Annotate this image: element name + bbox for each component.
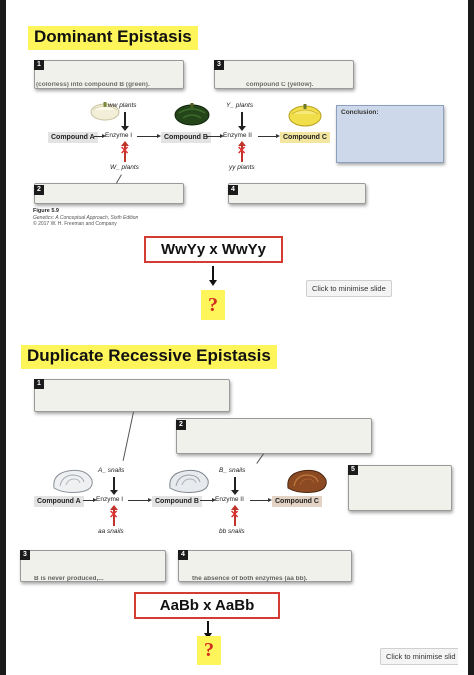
conclusion-label: Conclusion:	[341, 109, 379, 116]
white-snail-icon-1	[53, 469, 93, 493]
w-block-x-icon: ✕	[120, 145, 130, 157]
y-arrow-down	[238, 112, 246, 131]
dominant-epistasis-title: Dominant Epistasis	[28, 26, 198, 50]
a-snails-label: A_ snails	[98, 467, 125, 474]
white-snail-icon-2	[169, 469, 209, 493]
dup-path-arrow-4	[250, 498, 272, 502]
dominant-question-box[interactable]: ?	[201, 290, 225, 320]
compound-c-label: Compound C	[280, 132, 330, 143]
dup-badge-4: 4	[178, 550, 188, 560]
dup-enzyme-2-label: Enzyme II	[215, 496, 244, 503]
duplicate-cross-box: AaBb x AaBb	[134, 592, 280, 619]
dup-enzyme-1-label: Enzyme I	[96, 496, 124, 503]
dup-path-arrow-2	[128, 498, 152, 502]
answer-box-2[interactable]	[34, 183, 184, 204]
compound-a-label: Compound A	[48, 132, 98, 143]
dominant-cross-box: WwYy x WwYy	[144, 236, 283, 263]
a-arrow-down	[110, 477, 118, 495]
brown-snail-icon	[287, 469, 327, 493]
path-arrow-2	[137, 134, 161, 138]
white-squash-icon	[90, 102, 120, 121]
dup-path-arrow-3	[200, 498, 216, 502]
w-plants-label: W_ plants	[110, 164, 139, 171]
dup-answer-box-3[interactable]	[20, 550, 166, 582]
bb-inhibit-arrow	[231, 505, 239, 526]
answer-box-4[interactable]	[228, 183, 366, 204]
dup-box-3-partial-text: B is never produced,...	[34, 576, 104, 582]
yy-block-x-icon: ✕	[237, 145, 247, 157]
dup-answer-box-2[interactable]	[176, 418, 372, 454]
enzyme-2-label: Enzyme II	[223, 132, 252, 139]
badge-3: 3	[214, 60, 224, 70]
box-1-partial-text: (colorless) into compound B (green).	[36, 82, 150, 88]
dup-badge-2: 2	[176, 420, 186, 430]
path-arrow-3	[206, 134, 224, 138]
figure-caption-line1: Genetics: A Conceptual Approach, Sixth E…	[33, 214, 139, 221]
figure-caption-title: Figure 5.9	[33, 208, 59, 214]
yy-inhibit-arrow	[238, 141, 246, 162]
dominant-down-arrow	[209, 266, 217, 286]
dup-box-2-callout-line	[256, 453, 264, 464]
dup-answer-box-5[interactable]	[348, 465, 452, 511]
enzyme-1-label: Enzyme I	[105, 132, 133, 139]
dup-answer-box-4[interactable]	[178, 550, 352, 582]
duplicate-down-arrow	[204, 621, 212, 639]
bb-block-x-icon: ✕	[230, 509, 240, 521]
dup-box-4-partial-text: the absence of both enzymes (aa bb).	[192, 576, 308, 582]
aa-inhibit-arrow	[110, 505, 118, 526]
aa-block-x-icon: ✕	[109, 509, 119, 521]
duplicate-question-box[interactable]: ?	[197, 636, 221, 665]
dup-path-arrow-1	[83, 498, 97, 502]
ww-plants-label: ww plants	[108, 102, 137, 109]
badge-2: 2	[34, 185, 44, 195]
path-arrow-4	[258, 134, 280, 138]
yellow-squash-icon	[288, 104, 322, 127]
yy-plants-label: yy plants	[229, 164, 255, 171]
duplicate-epistasis-title: Duplicate Recessive Epistasis	[21, 345, 277, 369]
aa-snails-label: aa snails	[98, 528, 124, 535]
answer-box-1[interactable]	[34, 60, 184, 89]
badge-4: 4	[228, 185, 238, 195]
compound-b-label: Compound B	[161, 132, 211, 143]
dup-box-1-callout-line	[122, 411, 134, 461]
conclusion-box[interactable]: Conclusion:	[336, 105, 444, 163]
dup-answer-box-1[interactable]	[34, 379, 230, 412]
minimise-slide-button-1[interactable]: Click to minimise slide	[306, 280, 392, 297]
answer-box-3[interactable]	[214, 60, 354, 89]
dup-badge-3: 3	[20, 550, 30, 560]
path-arrow-1	[94, 134, 106, 138]
badge-1: 1	[34, 60, 44, 70]
dup-compound-b-label: Compound B	[152, 496, 202, 507]
figure-caption: Figure 5.9 Genetics: A Conceptual Approa…	[33, 208, 138, 227]
green-squash-icon	[174, 103, 210, 126]
dup-badge-5: 5	[348, 465, 358, 475]
dup-badge-1: 1	[34, 379, 44, 389]
minimise-slide-button-2[interactable]: Click to minimise slid	[380, 648, 458, 665]
b-arrow-down	[231, 477, 239, 495]
y-plants-label: Y_ plants	[226, 102, 254, 109]
bb-snails-label: bb snails	[219, 528, 245, 535]
dup-compound-c-label: Compound C	[272, 496, 322, 507]
slide-page: Dominant Epistasis 1 (colorless) into co…	[6, 0, 468, 675]
w-inhibit-arrow	[121, 141, 129, 162]
dup-compound-a-label: Compound A	[34, 496, 84, 507]
box-3-partial-text: compound C (yellow).	[246, 82, 314, 88]
b-snails-label: B_ snails	[219, 467, 246, 474]
ww-arrow-down	[121, 112, 129, 131]
figure-caption-line2: © 2017 W. H. Freeman and Company	[33, 221, 117, 228]
